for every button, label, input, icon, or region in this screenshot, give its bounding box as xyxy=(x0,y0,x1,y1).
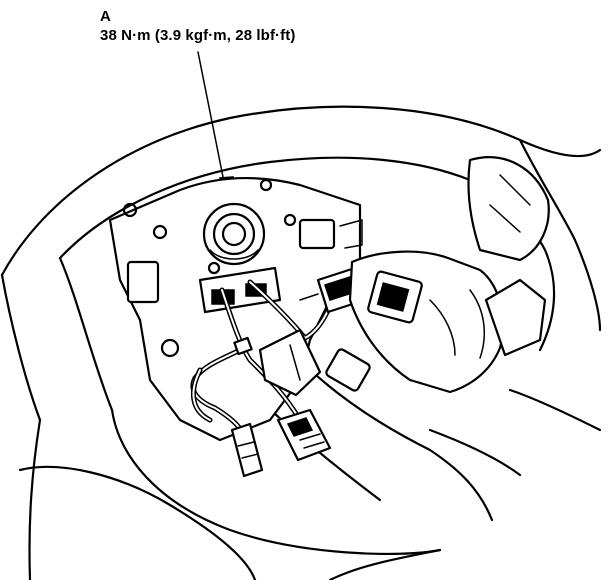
switch-cover-upper xyxy=(467,156,550,262)
torque-callout: A 38 N·m (3.9 kgf·m, 28 lbf·ft) xyxy=(100,8,295,46)
steering-wheel-rim xyxy=(0,105,602,580)
connector-left xyxy=(230,422,264,478)
callout-letter: A xyxy=(100,8,111,25)
cruise-control-switch xyxy=(348,250,547,394)
torque-specification: 38 N·m (3.9 kgf·m, 28 lbf·ft) xyxy=(100,27,296,44)
connector-lower xyxy=(276,408,332,462)
lower-spoke-block xyxy=(258,328,371,397)
steering-wheel-bolt xyxy=(202,202,266,266)
